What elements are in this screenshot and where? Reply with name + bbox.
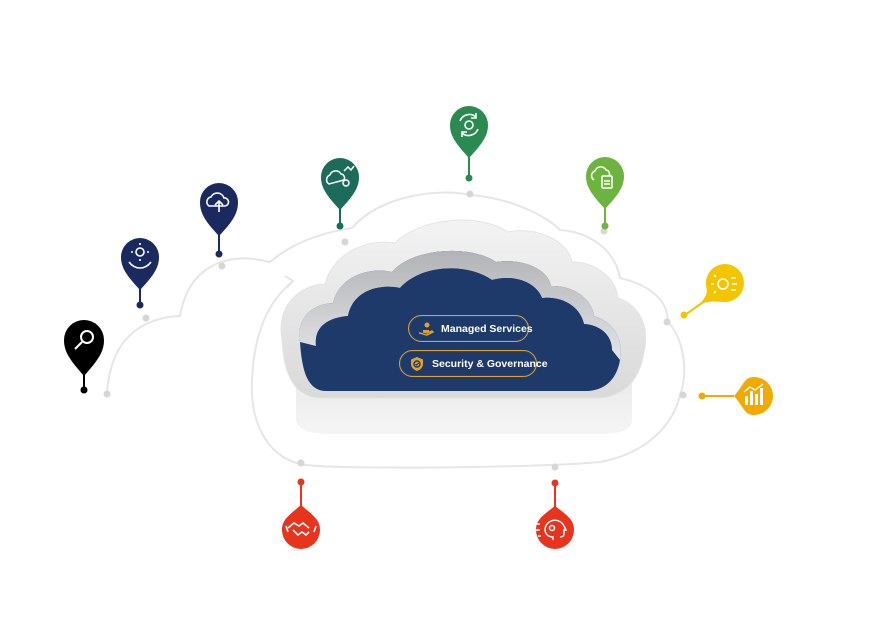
cloud-upload-icon xyxy=(206,192,230,212)
handshake-icon xyxy=(285,521,317,537)
pin-cloud-gears[interactable] xyxy=(321,158,359,230)
pin-hand-gear[interactable] xyxy=(121,238,159,309)
managed-services-label: Managed Services xyxy=(441,322,533,335)
connector-arrowhead xyxy=(284,275,295,289)
pin-cloud-document[interactable] xyxy=(586,157,624,230)
gear-idea-icon xyxy=(711,274,737,294)
ai-head-icon xyxy=(535,519,568,540)
hand-gear-icon xyxy=(128,243,152,269)
pin-handshake[interactable] xyxy=(282,478,320,550)
cloud-gears-icon xyxy=(325,165,355,187)
refresh-gear-icon xyxy=(459,113,479,137)
security-governance-badge[interactable]: Security & Governance xyxy=(399,350,548,377)
managed-services-badge[interactable]: Managed Services xyxy=(408,315,533,342)
bar-chart-icon xyxy=(743,383,764,405)
pin-ai-head[interactable] xyxy=(535,479,574,550)
pin-bar-chart[interactable] xyxy=(698,377,774,415)
shield-icon xyxy=(409,356,425,372)
pin-gear-idea[interactable] xyxy=(680,264,744,319)
cloud-document-icon xyxy=(590,166,613,189)
hand-person-icon xyxy=(418,321,434,337)
pin-search[interactable] xyxy=(64,320,104,394)
search-icon xyxy=(74,330,94,350)
pin-refresh-gear[interactable] xyxy=(450,106,488,182)
pin-cloud-upload[interactable] xyxy=(200,183,238,258)
security-governance-label: Security & Governance xyxy=(432,357,548,370)
